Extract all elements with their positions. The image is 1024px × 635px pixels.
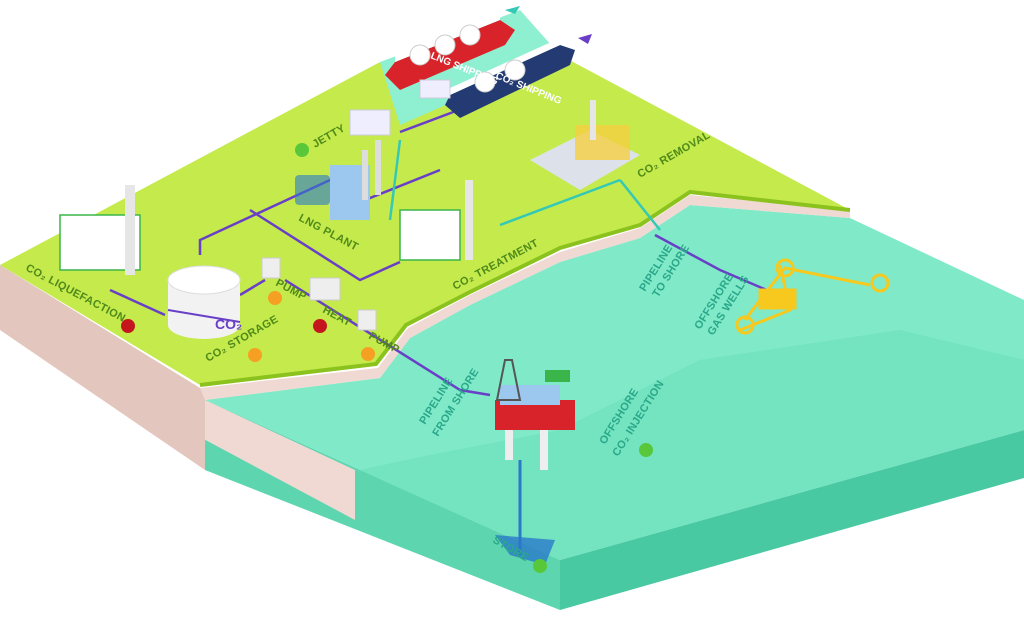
co2-removal-plant-icon <box>530 100 640 190</box>
land-cliff <box>0 195 850 520</box>
offshore-platform-icon <box>495 359 575 470</box>
status-dot-injection <box>639 443 653 457</box>
co2-treatment-plant-icon <box>399 180 473 261</box>
land-cliff-side <box>0 265 205 470</box>
co2-ship-icon <box>445 34 592 118</box>
pump-2-icon <box>357 309 377 331</box>
status-dot-heat <box>313 319 327 333</box>
co2-storage-tank-icon: CO₂ <box>167 265 242 339</box>
sea-shelf <box>360 330 1024 560</box>
co2-liquefaction-plant-icon <box>59 185 141 275</box>
tank-co2-label: CO₂ <box>215 316 242 332</box>
status-dot-store <box>533 559 547 573</box>
sea-front-right-face <box>560 430 1024 610</box>
status-dot-pump-1 <box>268 291 282 305</box>
status-dot-pump-2 <box>361 347 375 361</box>
lng-plant-icon <box>295 140 381 220</box>
store-reservoir-icon <box>495 535 555 565</box>
status-dot-jetty <box>295 143 309 157</box>
jetty-structure-icon <box>349 79 451 136</box>
status-dot-storage <box>248 348 262 362</box>
heat-exchanger-icon <box>309 277 341 301</box>
lng-ship-icon <box>385 6 520 90</box>
pump-1-icon <box>261 257 281 279</box>
shoreline-edge <box>199 189 851 387</box>
gas-pipelines <box>388 139 661 231</box>
status-dot-liquefaction <box>121 319 135 333</box>
offshore-gas-wells-icon <box>735 258 890 335</box>
